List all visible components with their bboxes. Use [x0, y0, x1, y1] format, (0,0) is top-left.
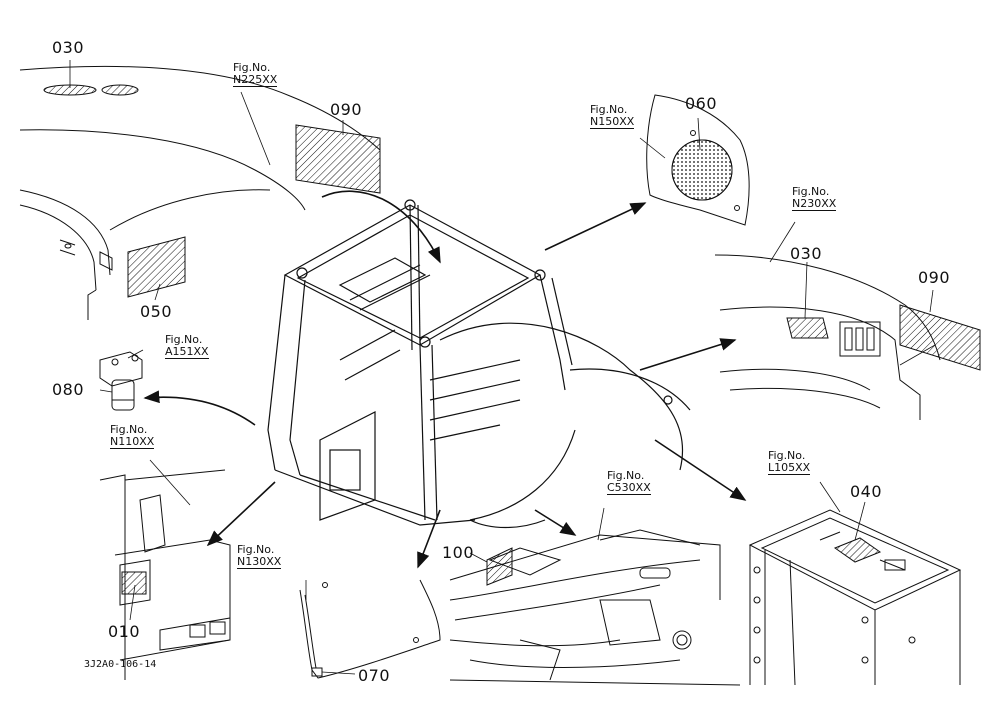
fig-ref-n230: Fig.No. N230XX	[792, 185, 837, 211]
fuel-filter-drawing	[99, 351, 143, 411]
fig-ref-number: C530XX	[607, 481, 651, 495]
cabin-frame-drawing	[267, 199, 691, 529]
part-label-090-right: 090	[918, 268, 951, 287]
fig-ref-n110: Fig.No. N110XX	[110, 423, 155, 449]
fig-ref-prefix: Fig.No.	[237, 543, 275, 556]
fig-ref-number: N230XX	[792, 197, 837, 211]
speaker-panel-drawing	[646, 94, 750, 226]
part-label-030-top: 030	[52, 38, 85, 57]
part-label-010: 010	[108, 622, 141, 641]
door-glass-drawing	[299, 579, 441, 679]
transmission-drawing	[449, 529, 741, 686]
fig-ref-prefix: Fig.No.	[165, 333, 203, 346]
part-label-030-right: 030	[790, 244, 823, 263]
fig-ref-prefix: Fig.No.	[768, 449, 806, 462]
part-label-070: 070	[358, 666, 391, 685]
fig-ref-number: N225XX	[233, 73, 278, 87]
part-label-090-top: 090	[330, 100, 363, 119]
fig-ref-l105: Fig.No. L105XX	[768, 449, 811, 475]
fig-ref-number: A151XX	[165, 345, 209, 359]
fig-ref-prefix: Fig.No.	[110, 423, 148, 436]
part-label-050: 050	[140, 302, 173, 321]
fig-ref-prefix: Fig.No.	[792, 185, 830, 198]
fig-ref-prefix: Fig.No.	[590, 103, 628, 116]
fig-ref-prefix: Fig.No.	[607, 469, 645, 482]
fig-ref-prefix: Fig.No.	[233, 61, 271, 74]
right-roof-drawing	[714, 254, 981, 420]
drawing-code: 3J2A0-106-14	[84, 659, 157, 670]
left-step-drawing	[99, 469, 231, 680]
part-label-100: 100	[442, 543, 475, 562]
part-label-040: 040	[850, 482, 883, 501]
cabin-roof-drawing	[19, 65, 381, 320]
fig-ref-number: N150XX	[590, 115, 635, 129]
fig-ref-a151: Fig.No. A151XX	[165, 334, 209, 359]
part-label-080: 080	[52, 380, 85, 399]
battery-box-drawing	[748, 509, 962, 686]
pointer-arrows	[143, 190, 747, 569]
part-label-060: 060	[685, 94, 718, 113]
fig-ref-n130: Fig.No. N130XX	[237, 543, 282, 569]
fig-ref-number: N130XX	[237, 555, 282, 569]
fig-ref-number: N110XX	[110, 435, 155, 449]
fig-ref-n225: Fig.No. N225XX	[233, 61, 278, 87]
fig-ref-c530: Fig.No. C530XX	[607, 470, 651, 495]
fig-ref-number: L105XX	[768, 461, 811, 475]
leader-lines	[69, 60, 936, 675]
fig-ref-n150: Fig.No. N150XX	[590, 103, 635, 129]
